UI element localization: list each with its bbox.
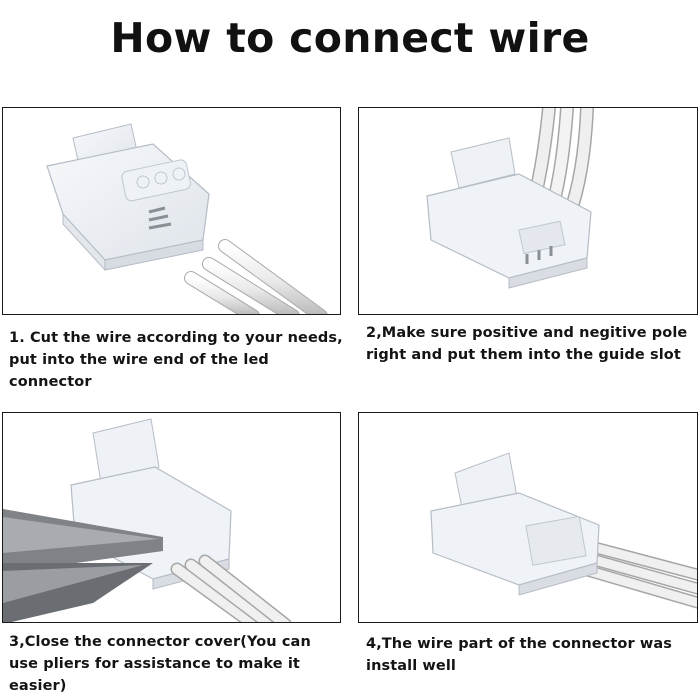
wire-icon bbox=[170, 554, 292, 622]
step-1-caption: 1. Cut the wire according to your needs,… bbox=[9, 330, 343, 390]
step-1-photo bbox=[2, 107, 341, 315]
step-2-photo bbox=[358, 107, 698, 315]
step-2-caption: 2,Make sure positive and negitive pole r… bbox=[366, 325, 688, 363]
step-3-photo bbox=[2, 412, 341, 623]
connector-icon bbox=[46, 123, 210, 272]
page-title: How to connect wire bbox=[110, 14, 590, 62]
connector-icon bbox=[430, 452, 600, 596]
step-4-caption: 4,The wire part of the connector was ins… bbox=[366, 636, 672, 674]
step-4-photo bbox=[358, 412, 698, 623]
wire-icon bbox=[184, 239, 328, 314]
step-3-caption: 3,Close the connector cover(You can use … bbox=[9, 634, 311, 694]
pliers-icon bbox=[3, 509, 163, 622]
connector-icon bbox=[426, 137, 592, 289]
